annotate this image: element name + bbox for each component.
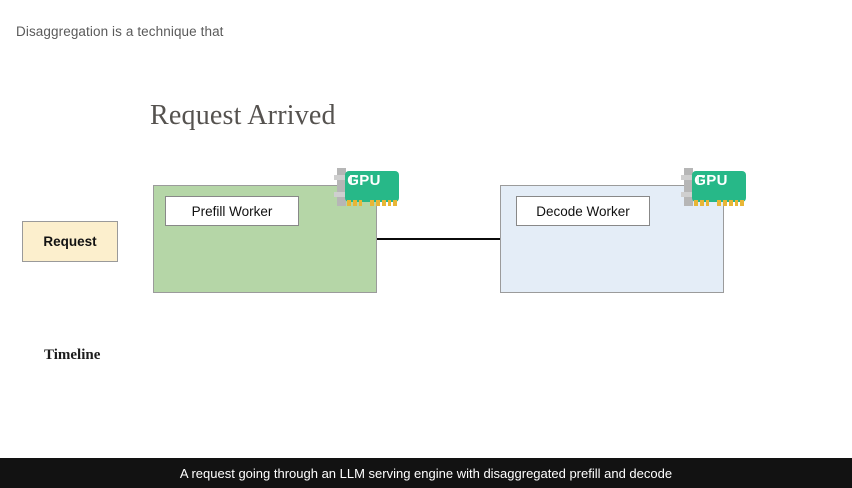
prefill-decode-connector xyxy=(377,238,501,240)
gpu-corner-mark-icon xyxy=(350,175,358,183)
prefill-worker-label-box: Prefill Worker xyxy=(165,196,299,226)
request-token: Request xyxy=(22,221,118,262)
request-token-label: Request xyxy=(43,234,97,249)
gpu-corner-mark-icon xyxy=(697,175,705,183)
gpu-bracket-icon xyxy=(681,168,693,206)
intro-paragraph: Disaggregation is a technique that xyxy=(16,24,224,39)
gpu-board-icon xyxy=(692,171,746,202)
decode-worker-label: Decode Worker xyxy=(536,203,630,219)
prefill-worker-label: Prefill Worker xyxy=(191,203,273,219)
gpu-card-decode-label: GPU xyxy=(694,172,728,189)
gpu-bracket-icon xyxy=(334,168,346,206)
timeline-label: Timeline xyxy=(44,347,101,363)
caption-text: A request going through an LLM serving e… xyxy=(179,465,673,481)
gpu-card-decode-icon: GPU xyxy=(681,167,746,209)
page-title: Request Arrived xyxy=(150,100,336,131)
gpu-card-prefill-icon: GPU xyxy=(334,167,399,209)
gpu-pins-icon xyxy=(694,200,744,206)
caption-bar: A request going through an LLM serving e… xyxy=(0,458,852,488)
gpu-card-prefill-label: GPU xyxy=(347,172,381,189)
decode-worker-label-box: Decode Worker xyxy=(516,196,650,226)
decode-worker-box: Decode Worker xyxy=(500,185,724,293)
gpu-board-icon xyxy=(345,171,399,202)
gpu-pins-icon xyxy=(347,200,397,206)
